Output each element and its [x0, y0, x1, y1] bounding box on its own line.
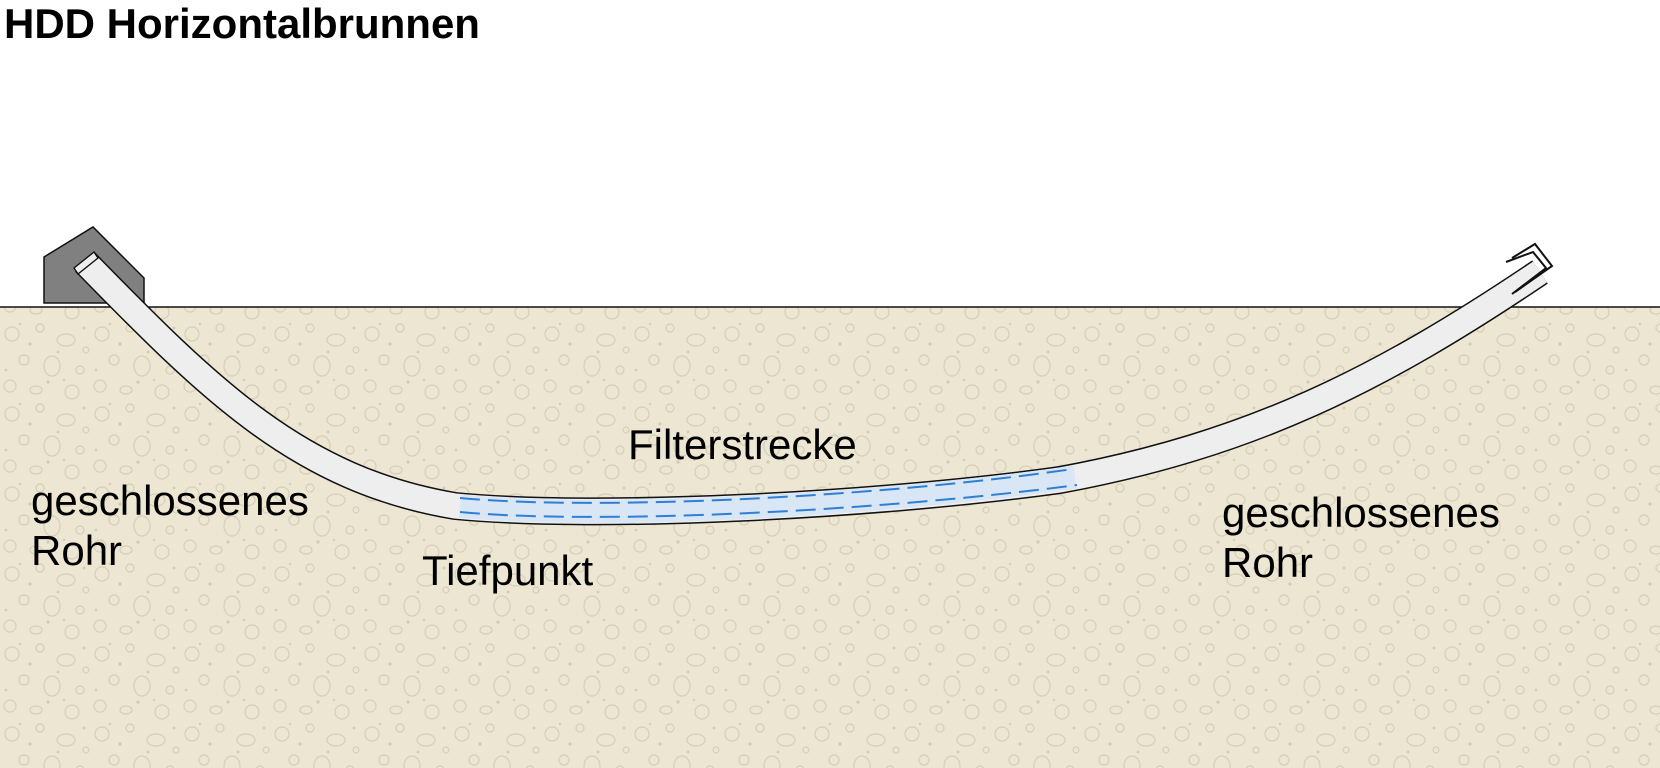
- filter-slot-upper: [459, 468, 1074, 504]
- label-closed-pipe-right-line2: Rohr: [1222, 539, 1314, 586]
- label-filter-section: Filterstrecke: [628, 421, 857, 468]
- label-closed-pipe-right-line1: geschlossenes: [1222, 489, 1500, 536]
- pipe-exit-right: [1505, 242, 1554, 295]
- pipe-end-left: [73, 250, 99, 276]
- label-closed-pipe-left-line1: geschlossenes: [31, 477, 309, 524]
- filter-slot-lower: [459, 484, 1078, 518]
- label-closed-pipe-left: geschlossenes Rohr: [31, 476, 309, 576]
- label-closed-pipe-right: geschlossenes Rohr: [1222, 488, 1500, 588]
- label-low-point: Tiefpunkt: [422, 547, 594, 594]
- filter-section: [458, 465, 1077, 523]
- page-title: HDD Horizontalbrunnen: [4, 0, 480, 47]
- ground-layer: [0, 307, 1660, 768]
- label-closed-pipe-left-line2: Rohr: [31, 527, 123, 574]
